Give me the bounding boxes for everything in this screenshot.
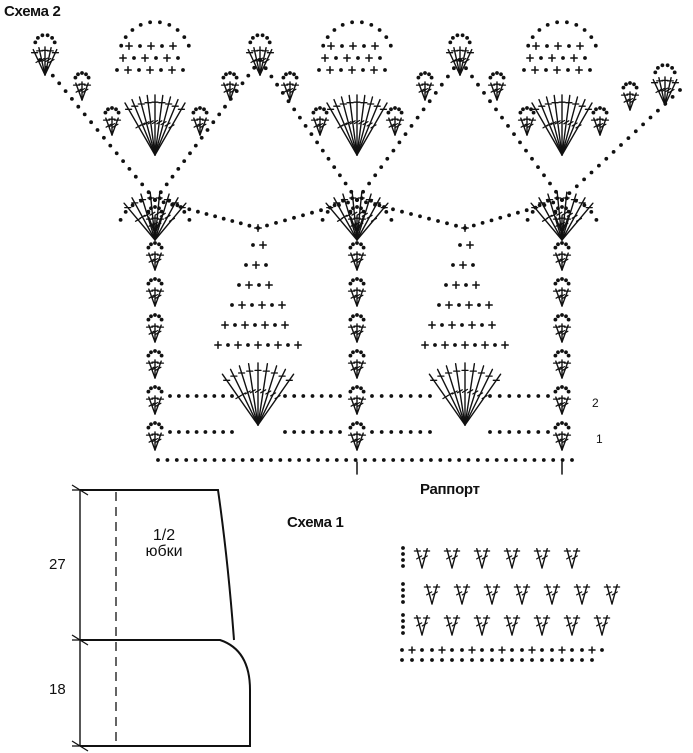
scheme1-v-0-1 [443,548,461,569]
scheme1-title: Схема 1 [287,514,344,531]
scheme1-v-0-0 [413,548,431,569]
diagonal-chains [38,58,682,230]
scheme1-v-2-2 [473,615,491,636]
scheme1-v-2-4 [533,615,551,636]
shell-col2-row0 [552,421,572,451]
top-fan-0 [124,94,186,156]
scheme1-v-2-6 [593,615,611,636]
scheme1-foundation [400,646,604,662]
shell-col1-row5 [347,241,367,271]
shell-col1-row3 [347,313,367,343]
top-fan-1 [326,94,388,156]
repeat-label: Раппорт [420,481,480,498]
diag-shell-0 [72,71,92,101]
shell-col1-row0 [347,421,367,451]
scheme1-chart [400,546,621,662]
diag-shell-5 [310,106,330,136]
pineapple-body-1 [421,224,509,349]
scheme1-v-0-3 [503,548,521,569]
chain-row-1 [168,394,550,398]
pineapple-fan-1 [428,362,502,426]
pineapple-body-0 [214,224,302,349]
top-pineapple-0 [115,20,191,74]
row-label-2: 2 [592,396,599,410]
mid-fan-0 [123,191,187,241]
shell-col0-row5 [145,241,165,271]
shell-col0-row0 [145,421,165,451]
top-fan-2 [531,94,593,156]
pattern-upper-outline [80,489,235,641]
diag-shell-10 [590,106,610,136]
scheme1-v-1-4 [543,584,561,605]
diag-shell-2 [190,106,210,136]
scheme1-v-2-3 [503,615,521,636]
shell-col0-row1 [145,385,165,415]
shell-col2-row2 [552,349,572,379]
chain-row-0 [168,430,550,434]
top-small-fan-0 [30,46,60,76]
top-small-fan-2 [445,46,475,76]
scheme1-v-1-2 [483,584,501,605]
top-pineapple-2 [522,20,598,74]
scheme2-title: Схема 2 [4,3,61,20]
scheme1-v-2-0 [413,615,431,636]
scheme1-v-1-1 [453,584,471,605]
scheme1-v-0-2 [473,548,491,569]
scheme1-v-0-4 [533,548,551,569]
shell-col0-row4 [145,277,165,307]
scheme1-v-1-0 [423,584,441,605]
shell-col2-row4 [552,277,572,307]
scheme1-v-2-5 [563,615,581,636]
shell-col1-row1 [347,385,367,415]
scheme1-v-2-1 [443,615,461,636]
row-label-1: 1 [596,432,603,446]
diag-shell-8 [487,71,507,101]
shell-col2-row1 [552,385,572,415]
diag-shell-4 [280,71,300,101]
shell-col2-row3 [552,313,572,343]
top-small-fan-1 [245,46,275,76]
scheme1-v-1-5 [573,584,591,605]
dimension-bottom: 18 [49,681,66,698]
diag-shell-1 [102,106,122,136]
pattern-lower-outline [80,639,251,747]
half-skirt-label-line1: 1/2 [152,527,176,544]
top-small-fan-3 [650,76,680,106]
shell-col1-row4 [347,277,367,307]
scheme2-chart [30,20,682,475]
diag-shell-7 [415,71,435,101]
dimension-top: 27 [49,556,66,573]
scheme1-v-0-5 [563,548,581,569]
diag-shell-3 [220,71,240,101]
shell-col1-row2 [347,349,367,379]
shell-col0-row2 [145,349,165,379]
skirt-pattern-drawing [71,484,251,752]
scheme1-v-1-3 [513,584,531,605]
scheme2-foundation-chain [156,458,574,462]
top-pineapple-1 [317,20,393,74]
diag-shell-9 [517,106,537,136]
diag-shell-11 [620,81,640,111]
diag-shell-6 [385,106,405,136]
pineapple-fan-0 [221,362,295,426]
shell-col0-row3 [145,313,165,343]
scheme1-v-1-6 [603,584,621,605]
half-skirt-label-line2: юбки [145,543,183,560]
shell-col2-row5 [552,241,572,271]
